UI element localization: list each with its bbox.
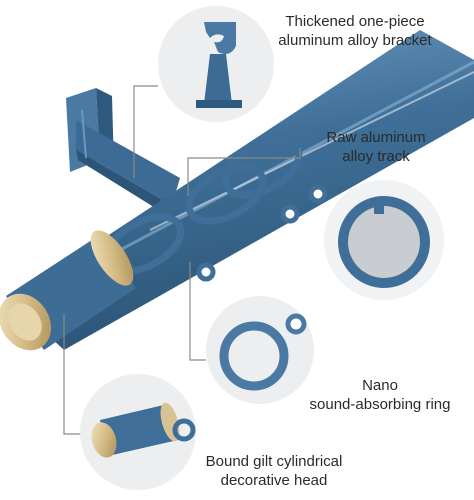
callout-head: Bound gilt cylindrical decorative head bbox=[194, 452, 354, 490]
end-cap bbox=[0, 230, 136, 351]
callout-track-line1: Raw aluminum bbox=[326, 129, 426, 146]
detail-bracket bbox=[158, 6, 274, 122]
callout-head-line2: decorative head bbox=[220, 472, 328, 489]
detail-track bbox=[324, 180, 444, 300]
callout-bracket: Thickened one-piece aluminum alloy brack… bbox=[270, 12, 440, 50]
leader-lines bbox=[63, 85, 301, 435]
callout-track: Raw aluminum alloy track bbox=[316, 128, 436, 166]
detail-ring bbox=[206, 296, 314, 404]
wall-bracket bbox=[66, 88, 180, 214]
callout-bracket-line1: Thickened one-piece bbox=[285, 13, 425, 30]
callout-ring-line1: Nano bbox=[362, 377, 398, 394]
detail-head bbox=[80, 374, 196, 490]
callout-ring-line2: sound-absorbing ring bbox=[309, 396, 451, 413]
ring-eyelets bbox=[196, 184, 328, 282]
callout-head-line1: Bound gilt cylindrical bbox=[205, 453, 343, 470]
callout-track-line2: alloy track bbox=[342, 148, 410, 165]
callout-ring: Nano sound-absorbing ring bbox=[300, 376, 460, 414]
callout-bracket-line2: aluminum alloy bracket bbox=[278, 32, 432, 49]
